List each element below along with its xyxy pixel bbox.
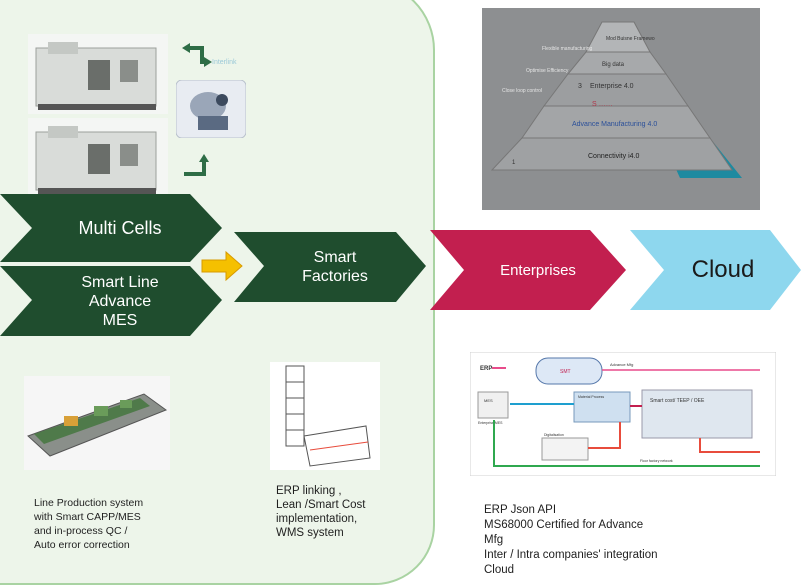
pyramid-top-label: Mod Buisne Framewo (606, 36, 655, 42)
chevron-smart-factories (234, 232, 426, 302)
pyramid-left-label-2: Optimise Efficiency (526, 68, 569, 74)
wms-rack-image (270, 362, 380, 470)
erp-diagram-smart-cost: Smart cost/ TEEP / OEE (650, 398, 705, 404)
pyramid-left-label-1: Flexible manufacturing (542, 46, 593, 52)
pyramid-level2: S …… (592, 101, 613, 108)
erp-diagram-enterprise-mes: Enterprise MES (478, 421, 503, 425)
pyramid-advance: Advance Manufacturing 4.0 (572, 121, 657, 128)
erp-diagram-digitalisation: Digitalisation (544, 433, 564, 437)
pyramid-enterprise: Enterprise 4.0 (590, 83, 634, 90)
pyramid-left-label-3: Close loop control (502, 88, 542, 94)
smart-factories-label: Smart Factories (302, 249, 368, 285)
erp-diagram-erp: ERP (480, 366, 492, 372)
smart-line-label: Smart Line Advance MES (81, 273, 159, 329)
cloud-label: Cloud (691, 256, 755, 283)
erp-diagram-image: ERP SMT Advance Mfg MES Enterprise MES M… (470, 352, 776, 476)
chevron-multi-cells (0, 194, 222, 262)
caption-erp-linking: ERP linking , Lean /Smart Cost implement… (276, 485, 366, 539)
chevron-group-right (430, 230, 801, 310)
caption-line-production: Line Production system with Smart CAPP/M… (34, 497, 144, 551)
erp-diagram-advance: Advance Mfg (610, 362, 633, 367)
machine-cell-image-bottom (28, 118, 168, 198)
interlink-arrow-top-icon: Interlink (182, 43, 237, 67)
pyramid-enterprise-num: 3 (578, 83, 582, 90)
chevron-smart-line (0, 266, 222, 336)
erp-diagram-material: Material Process (578, 395, 604, 399)
chevron-cloud (630, 230, 801, 310)
yellow-arrow-icon (201, 250, 243, 282)
pyramid-connectivity: Connectivity i4.0 (588, 153, 639, 160)
interlink-label: Interlink (212, 59, 237, 66)
multi-cells-label: Multi Cells (78, 217, 162, 238)
pyramid-image: Flexible manufacturing Optimise Efficien… (482, 8, 760, 210)
production-line-image (24, 376, 170, 470)
robot-image (176, 80, 246, 138)
erp-diagram-mes: MES (484, 398, 493, 403)
enterprises-label: Enterprises (500, 261, 576, 279)
chevron-enterprises (430, 230, 626, 310)
erp-diagram-floor: Floor factory network (640, 459, 673, 463)
caption-erp-json: ERP Json API MS68000 Certified for Advan… (484, 504, 658, 576)
pyramid-big-data: Big data (602, 62, 625, 68)
pyramid-connectivity-num: 1 (512, 160, 516, 166)
machine-cell-image-top (28, 34, 168, 114)
interlink-arrow-bottom-icon (184, 154, 209, 176)
erp-diagram-smt: SMT (560, 369, 571, 375)
chevron-group (0, 194, 426, 336)
